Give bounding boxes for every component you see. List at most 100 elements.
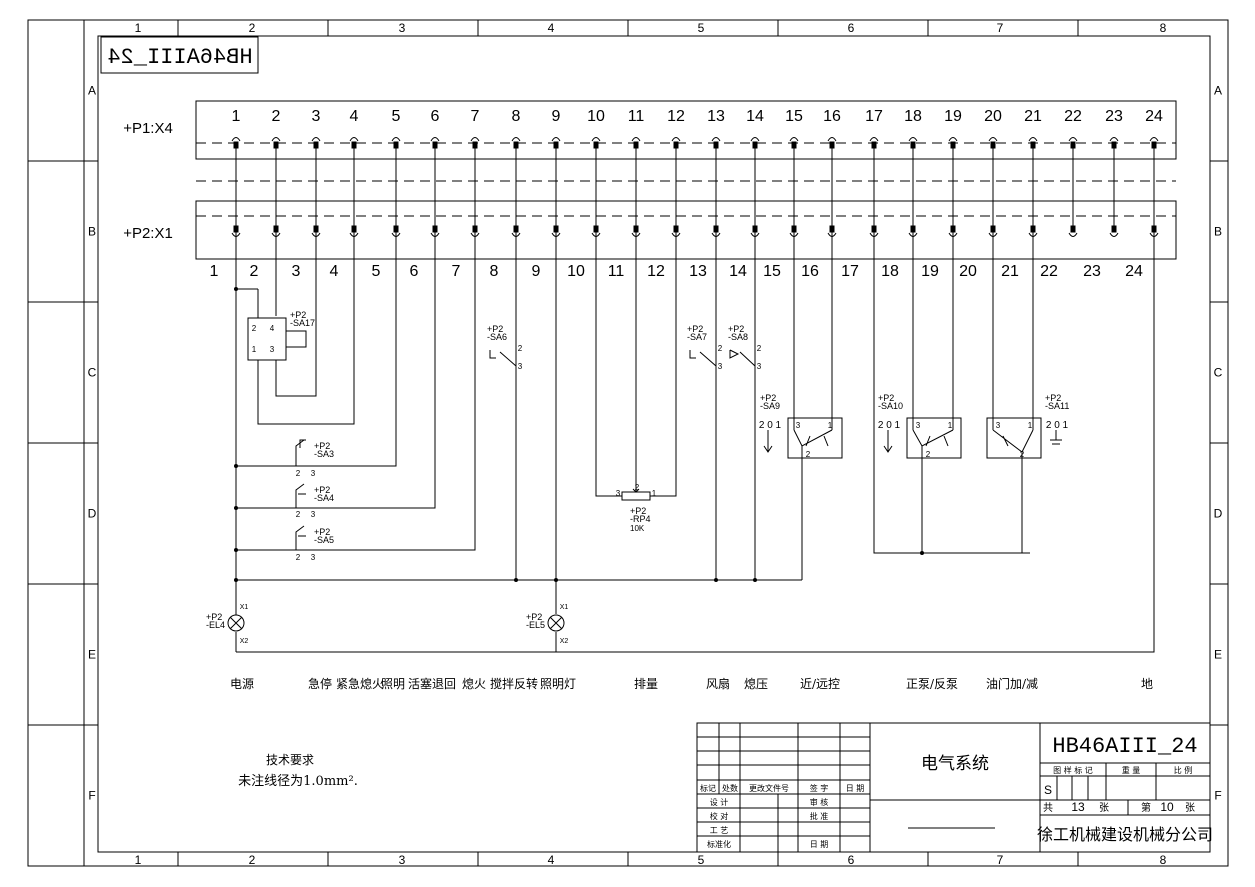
el5-ref1: +P2 xyxy=(526,612,542,622)
sign-row-right: 批 准 xyxy=(810,811,829,821)
top-pin-number: 6 xyxy=(431,108,440,125)
el4-x2: X2 xyxy=(240,638,249,645)
top-pin-number: 4 xyxy=(350,108,359,125)
top-pin xyxy=(472,141,478,149)
sa4-ref1: +P2 xyxy=(314,485,330,495)
sa7-pin: 3 xyxy=(718,362,723,371)
revision-header: 签 字 xyxy=(810,783,829,793)
bottom-pin-number: 20 xyxy=(959,263,977,280)
sa11-pin: 2 xyxy=(1020,450,1025,459)
top-pin-number: 21 xyxy=(1024,108,1042,125)
column-label-top: 1 xyxy=(135,21,142,35)
notes-title: 技术要求 xyxy=(266,753,314,767)
sa4-ref2: -SA4 xyxy=(314,493,334,503)
top-pin-number: 8 xyxy=(512,108,521,125)
row-label-right: C xyxy=(1214,366,1223,380)
bottom-pin-number: 10 xyxy=(567,263,585,280)
top-pin xyxy=(829,141,835,149)
column-label-top: 5 xyxy=(698,21,705,35)
top-pin-number: 16 xyxy=(823,108,841,125)
top-pin xyxy=(713,141,719,149)
drawing-title: 电气系统 xyxy=(921,754,989,774)
top-pin xyxy=(1070,141,1076,149)
wire-pin5 xyxy=(236,230,397,467)
top-pin xyxy=(233,141,239,149)
top-pin-socket xyxy=(631,137,641,142)
el5-x1: X1 xyxy=(560,604,569,611)
switch-sa8-symbol xyxy=(729,349,756,367)
top-pin xyxy=(593,141,599,149)
top-pin xyxy=(1151,141,1157,149)
rp4-pin: 3 xyxy=(616,489,621,498)
top-pin xyxy=(553,141,559,149)
wire-pin24-ground xyxy=(236,230,1155,653)
function-label: 油门加/减 xyxy=(986,676,1038,691)
top-pin xyxy=(791,141,797,149)
connector-p1-x4-label: +P1:X4 xyxy=(123,120,173,137)
top-pin-socket xyxy=(311,137,321,142)
top-pin-number: 2 xyxy=(272,108,281,125)
sa11-ref2: -SA11 xyxy=(1045,401,1069,411)
function-label: 照明 xyxy=(381,677,405,691)
column-label-bottom: 2 xyxy=(249,853,256,867)
row-label-right: B xyxy=(1214,225,1222,239)
top-pin xyxy=(910,141,916,149)
bottom-pin-number: 8 xyxy=(490,263,499,280)
switch-sa9-body xyxy=(787,417,843,459)
column-label-top: 2 xyxy=(249,21,256,35)
bottom-pin-number: 6 xyxy=(410,263,419,280)
top-pin-socket xyxy=(1149,137,1159,142)
sa3-ref1: +P2 xyxy=(314,441,330,451)
bottom-pin-number: 17 xyxy=(841,263,859,280)
sa7-ref2: -SA7 xyxy=(687,332,707,342)
sa9-pin: 1 xyxy=(828,421,833,430)
top-pin-number: 24 xyxy=(1145,108,1163,125)
top-pin-socket xyxy=(988,137,998,142)
el5-x2: X2 xyxy=(560,638,569,645)
drawing-number: HB46AIII_24 xyxy=(1052,734,1197,759)
column-label-bottom: 5 xyxy=(698,853,705,867)
top-pin xyxy=(351,141,357,149)
sa5-ref2: -SA5 xyxy=(314,535,334,545)
function-label: 熄火 xyxy=(462,677,486,691)
top-pin xyxy=(871,141,877,149)
sa8-ref2: -SA8 xyxy=(728,332,748,342)
switch-sa7-symbol xyxy=(689,350,717,367)
top-pin-number: 11 xyxy=(628,108,645,125)
top-pin-socket xyxy=(750,137,760,142)
function-label: 活塞退回 xyxy=(408,676,456,691)
top-pin xyxy=(673,141,679,149)
column-label-bottom: 4 xyxy=(548,853,555,867)
connector-p2-x1-label: +P2:X1 xyxy=(123,225,173,242)
column-label-bottom: 8 xyxy=(1160,853,1167,867)
sa7-pin: 2 xyxy=(718,344,723,353)
sa17-pin: 3 xyxy=(270,345,275,354)
bottom-pin-number: 19 xyxy=(921,263,939,280)
sheet-label-b: 张 xyxy=(1185,802,1195,814)
top-pin xyxy=(1111,141,1117,149)
bottom-pin-number: 14 xyxy=(729,263,747,280)
sa9-pin: 2 xyxy=(806,450,811,459)
top-pin xyxy=(273,141,279,149)
function-label: 熄压 xyxy=(744,677,768,691)
function-label: 紧急熄火 xyxy=(336,676,384,691)
top-pin-number: 12 xyxy=(667,108,685,125)
function-label: 电源 xyxy=(230,677,254,691)
row-label-left: B xyxy=(88,225,96,239)
top-pin-number: 15 xyxy=(785,108,803,125)
sa8-pin: 3 xyxy=(757,362,762,371)
bottom-pin-number: 15 xyxy=(763,263,781,280)
bottom-pin xyxy=(1111,225,1117,233)
sa8-ref1: +P2 xyxy=(728,324,744,334)
column-label-bottom: 7 xyxy=(997,853,1004,867)
top-pin xyxy=(950,141,956,149)
top-pin-socket xyxy=(711,137,721,142)
notes-line: 未注线径为1.0mm². xyxy=(238,774,358,789)
top-pin-socket xyxy=(948,137,958,142)
top-pin xyxy=(432,141,438,149)
bottom-pin-number: 23 xyxy=(1083,263,1101,280)
row-label-left: E xyxy=(88,648,96,662)
bottom-pin-number: 7 xyxy=(452,263,461,280)
switch-sa10-body xyxy=(906,417,962,459)
top-pin-socket xyxy=(789,137,799,142)
